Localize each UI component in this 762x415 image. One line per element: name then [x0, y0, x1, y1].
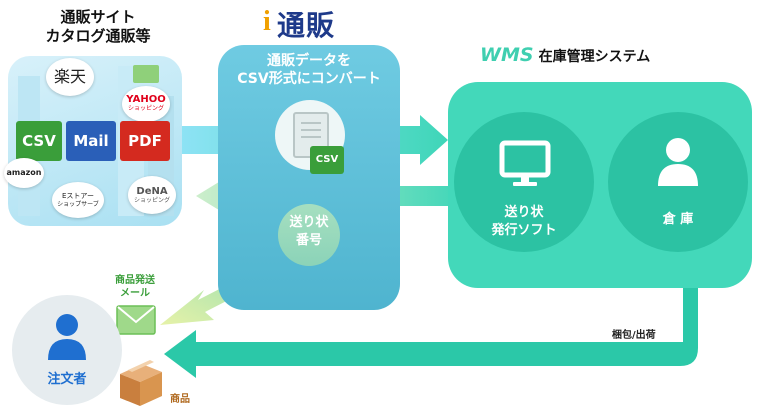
format-pdf: PDF: [120, 121, 170, 161]
person-icon: [658, 138, 698, 186]
estore-logo-sub: ショップサーブ: [57, 201, 99, 208]
ec-title-line1: 通販サイト: [60, 8, 136, 26]
wms-title-rest: 在庫管理システム: [538, 49, 651, 65]
arrow-packing-shipping: [164, 255, 698, 378]
mail-line2: メール: [120, 288, 150, 299]
convert-line2: CSV形式にコンバート: [237, 71, 381, 87]
dena-shopping-logo: DeNA ショッピング: [128, 176, 176, 214]
mail-envelope-icon: [116, 305, 156, 335]
tracking-line2: 番号: [295, 233, 322, 248]
mail-line1: 商品発送: [115, 275, 155, 286]
customer-icon: [48, 314, 86, 360]
estore-logo: Eストアー ショップサーブ: [52, 182, 104, 218]
software-label: 送り状 発行ソフト: [454, 204, 594, 240]
packing-label: 梱包/出荷: [612, 330, 656, 341]
wms-title-prefix: WMS: [480, 44, 534, 66]
mail-label: 商品発送 メール: [100, 274, 170, 300]
tracking-line1: 送り状: [289, 215, 329, 230]
amazon-logo: amazon: [4, 158, 44, 188]
tracking-number-text: 送り状 番号: [278, 214, 340, 250]
itsuhan-convert-text: 通販データを CSV形式にコンバート: [218, 52, 400, 88]
customer-label: 注文者: [47, 372, 87, 387]
yahoo-logo-text: YAHOO: [126, 94, 166, 105]
tracking-number-badge: [278, 204, 340, 266]
rakuten-logo-text: 楽天: [53, 67, 86, 86]
ec-title-line2: カタログ通販等: [45, 27, 151, 45]
format-mail: Mail: [66, 121, 116, 161]
rakuten-logo: 楽天: [46, 58, 94, 96]
dena-logo-sub: ショッピング: [133, 197, 170, 204]
convert-line1: 通販データを: [267, 53, 351, 69]
format-csv: CSV: [16, 121, 62, 161]
dena-logo-text: DeNA: [136, 186, 168, 197]
wms-title: WMS 在庫管理システム: [480, 44, 740, 70]
yahoo-shopping-logo: YAHOO ショッピング: [122, 86, 170, 122]
ec-title: 通販サイト カタログ通販等: [28, 8, 168, 46]
amazon-logo-text: amazon: [6, 168, 42, 177]
yahoo-logo-sub: ショッピング: [127, 105, 164, 112]
itsuhan-logo-i: i: [263, 6, 271, 37]
package-icon: [120, 360, 162, 406]
software-line2: 発行ソフト: [491, 223, 557, 238]
envelope-icon: [133, 65, 159, 83]
goods-label: 商品: [170, 394, 190, 405]
itsuhan-logo: i 通販: [263, 4, 363, 42]
itsuhan-logo-text: 通販: [277, 9, 336, 42]
monitor-icon: [499, 140, 551, 186]
software-line1: 送り状: [504, 205, 544, 220]
warehouse-label: 倉 庫: [662, 212, 694, 227]
csv-badge: CSV: [310, 146, 344, 174]
estore-logo-text: Eストアー: [61, 192, 94, 200]
